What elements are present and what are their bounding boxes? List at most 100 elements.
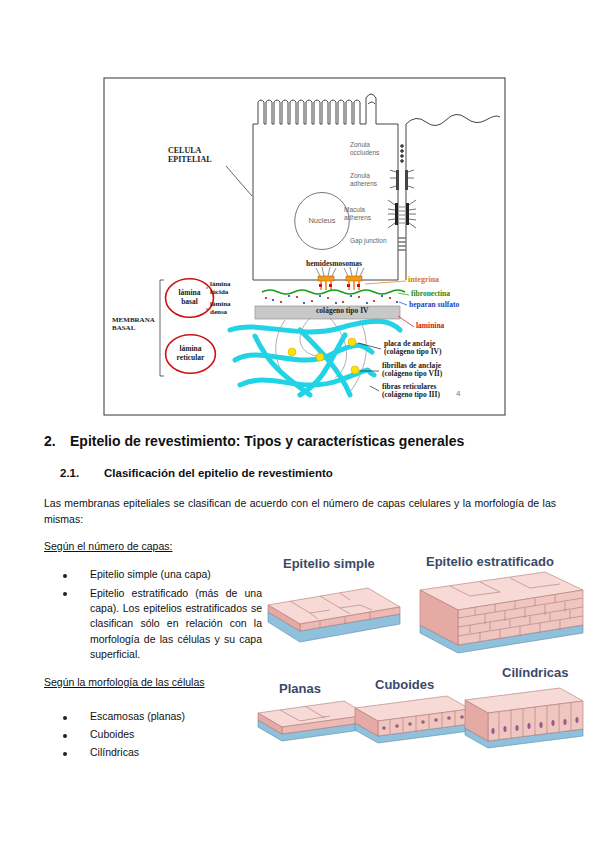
illustration-part xyxy=(401,150,404,153)
node-text: lámina reticular xyxy=(173,345,209,362)
list-item: Epitelio simple (una capa) xyxy=(90,568,262,582)
illustration-part xyxy=(551,720,554,726)
part-label: Zonula adherens xyxy=(350,172,390,188)
illustration-part xyxy=(319,295,321,297)
illustration-part xyxy=(382,726,385,729)
illustration-part xyxy=(320,612,370,628)
illustration-part xyxy=(398,293,409,295)
illustration-part xyxy=(381,295,383,297)
illustration-part xyxy=(539,722,542,728)
list-item: Cilíndricas xyxy=(90,746,250,760)
illustration-part xyxy=(265,296,391,303)
layer-circle: lámina basal xyxy=(164,277,215,319)
node-text: Nucleus xyxy=(302,217,342,226)
illustration-part xyxy=(300,330,350,395)
illustration-part xyxy=(253,124,398,280)
illustration-part xyxy=(300,607,400,631)
columnar-picture xyxy=(465,688,583,748)
illustration-part xyxy=(401,160,404,163)
illustration-part xyxy=(421,720,424,723)
picture-title: Epitelio simple xyxy=(283,556,403,572)
simple-epithelium-picture xyxy=(268,588,400,642)
illustration-part xyxy=(396,170,399,190)
illustration-part xyxy=(226,166,252,196)
illustration-part xyxy=(398,316,414,327)
illustration-part xyxy=(465,700,488,741)
picture-title: Cuboides xyxy=(375,677,455,693)
illustration-part xyxy=(370,386,379,391)
illustration-part xyxy=(563,719,566,725)
illustration-part xyxy=(335,302,337,304)
illustration-part xyxy=(488,701,583,741)
illustration-part xyxy=(290,593,372,619)
paragraph: Las membranas epiteliales se clasifican … xyxy=(44,496,556,528)
picture-title: Epitelio estratificado xyxy=(426,554,591,570)
part-label: Gap junction xyxy=(350,237,390,245)
part-label: laminina xyxy=(416,322,476,330)
part-label: CELULA EPITELIAL xyxy=(168,146,230,164)
subsection-number: 2.1. xyxy=(60,467,100,481)
illustration-part xyxy=(346,276,362,281)
illustration-part xyxy=(503,726,506,732)
illustration-part xyxy=(280,706,330,721)
squamous-picture xyxy=(258,701,368,741)
illustration-part xyxy=(399,302,407,305)
illustration-part xyxy=(230,321,400,395)
illustration-part xyxy=(358,343,381,349)
illustration-part xyxy=(491,717,578,734)
illustration-part xyxy=(316,353,324,361)
illustration-part xyxy=(255,336,310,395)
subsection-heading: Clasificación del epitelio de revestimie… xyxy=(104,467,574,481)
part-label: colágeno tipo IV xyxy=(316,307,396,315)
stratified-epithelium-picture xyxy=(420,572,583,653)
part-label: placa de anclaje (colágeno tipo IV) xyxy=(384,340,466,357)
nucleus-oval: Nucleus xyxy=(293,190,351,252)
illustration-part xyxy=(348,338,356,346)
illustration-part xyxy=(395,203,398,225)
illustration-part xyxy=(311,300,313,302)
part-label: Zonula occludens xyxy=(350,141,390,157)
part-label: fibronectina xyxy=(411,290,481,298)
illustration-part xyxy=(360,371,379,372)
illustration-part xyxy=(408,722,411,725)
illustration-part xyxy=(395,724,398,727)
illustration-part xyxy=(347,284,350,287)
illustration-part xyxy=(515,725,518,731)
list-heading: Según el número de capas: xyxy=(44,540,264,554)
figure-number: 4 xyxy=(456,390,468,399)
illustration-part xyxy=(406,114,500,280)
illustration-part xyxy=(389,297,391,299)
illustration-part xyxy=(499,703,571,740)
illustration-part xyxy=(357,284,360,287)
node-ellipse xyxy=(295,192,350,249)
illustration-part xyxy=(390,170,414,188)
illustration-part xyxy=(329,284,332,287)
part-label: heparan sulfato xyxy=(409,301,489,309)
cell-junctions xyxy=(388,145,416,250)
node-ellipse xyxy=(166,279,214,318)
cuboidal-picture xyxy=(355,696,470,743)
illustration-part xyxy=(296,296,298,298)
leader-lines xyxy=(160,166,414,391)
illustration-part xyxy=(288,338,359,374)
picture-title: Planas xyxy=(279,681,349,697)
illustration-part xyxy=(350,295,352,297)
illustration-part xyxy=(378,709,470,736)
bullet xyxy=(63,752,67,756)
illustration-part xyxy=(319,284,322,287)
illustration-part xyxy=(491,728,494,734)
illustration-part xyxy=(365,281,406,284)
illustration-part xyxy=(351,366,359,374)
illustration-part xyxy=(420,590,458,645)
illustration-part xyxy=(396,301,398,303)
basal-lamina xyxy=(255,290,405,319)
node-text: lámina basal xyxy=(173,289,207,306)
bullet xyxy=(63,716,67,720)
part-label: fibras reticulares (colágeno tipo III) xyxy=(382,383,468,400)
part-label: hemidesmosomas xyxy=(306,260,376,268)
part-label: Macula adherens xyxy=(344,206,385,222)
bullet xyxy=(63,592,67,596)
illustration-part xyxy=(300,335,345,395)
list-item: Cuboides xyxy=(90,728,250,742)
